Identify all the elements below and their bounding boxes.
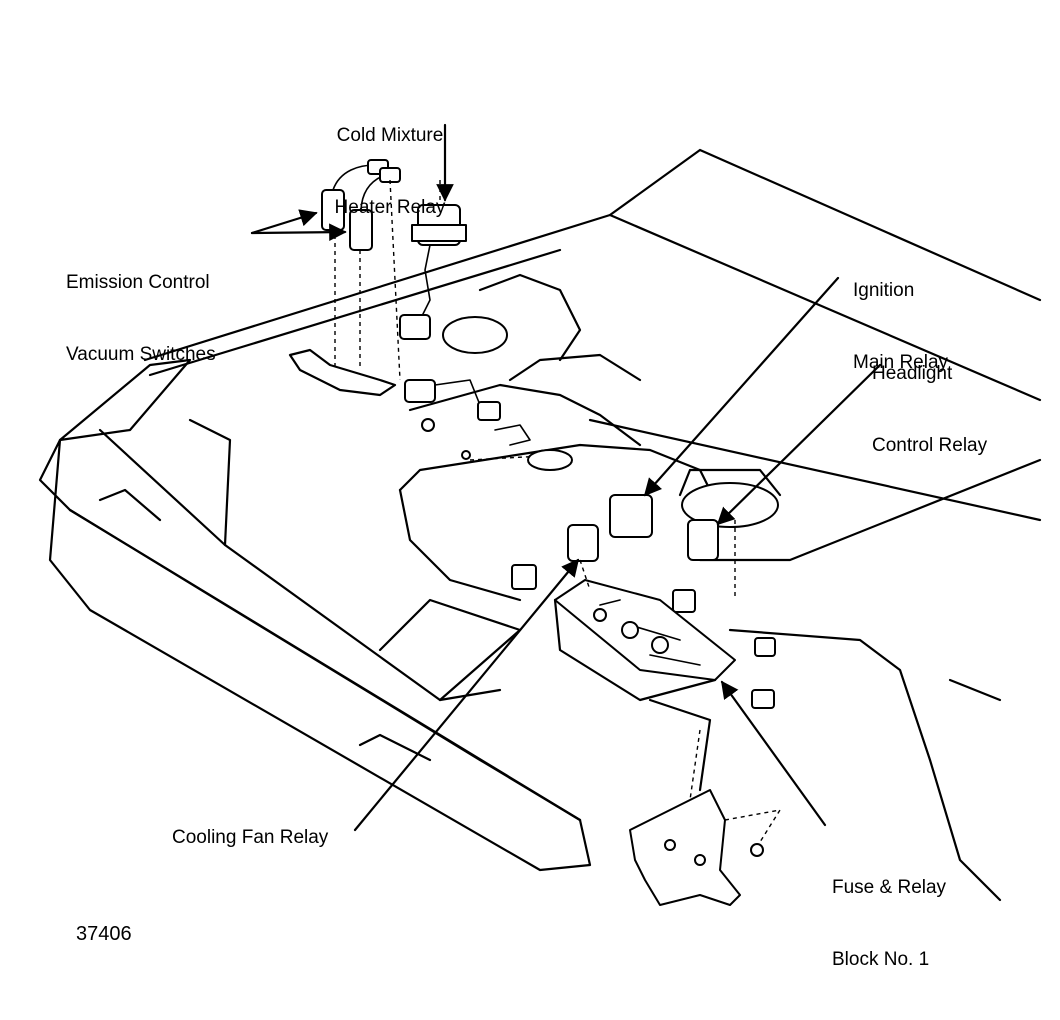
emission-leader-2 [250, 223, 347, 241]
label-line: Headlight [872, 363, 953, 384]
engine-housing [398, 273, 782, 602]
label-line: Fuse & Relay [832, 877, 947, 898]
mounting-bracket [629, 789, 782, 906]
headlight-leader [716, 363, 882, 526]
label-headlight-control-relay: Headlight Control Relay [872, 314, 987, 506]
label-line: Heater Relay [334, 197, 446, 218]
label-line: Block No. 1 [832, 949, 930, 970]
label-emission-control-vacuum-switches: Emission Control Vacuum Switches [66, 223, 216, 415]
label-line: Main Relay [853, 352, 949, 373]
label-cooling-fan-relay: Cooling Fan Relay [172, 827, 329, 848]
label-fuse-relay-block: Fuse & Relay Block No. 1 [832, 828, 946, 1020]
emission-leader-1 [250, 209, 318, 235]
label-line: Control Relay [872, 435, 988, 456]
ignition-main-relay-shape [609, 494, 653, 538]
label-line: Ignition [853, 280, 915, 301]
front-bumper [38, 358, 642, 872]
label-ignition-main-relay: Ignition Main Relay [853, 231, 948, 423]
headlight-control-relay-shape [687, 519, 719, 561]
fuse-block-leader [720, 680, 827, 827]
vacuum-switch-assembly [288, 159, 573, 471]
label-line: Vacuum Switches [66, 344, 216, 365]
fuse-relay-block [553, 520, 736, 801]
fender-outline [143, 148, 1042, 902]
label-cold-mixture-heater-relay: Cold Mixture Heater Relay [320, 76, 460, 268]
cooling-fan-leader [353, 558, 580, 832]
leader-lines [250, 123, 882, 832]
figure-number: 37406 [76, 923, 132, 945]
ignition-leader [643, 276, 840, 497]
label-line: Emission Control [66, 272, 210, 293]
relays [511, 494, 776, 709]
cooling-fan-relay-shape [567, 524, 599, 562]
label-line: Cold Mixture [336, 125, 444, 146]
